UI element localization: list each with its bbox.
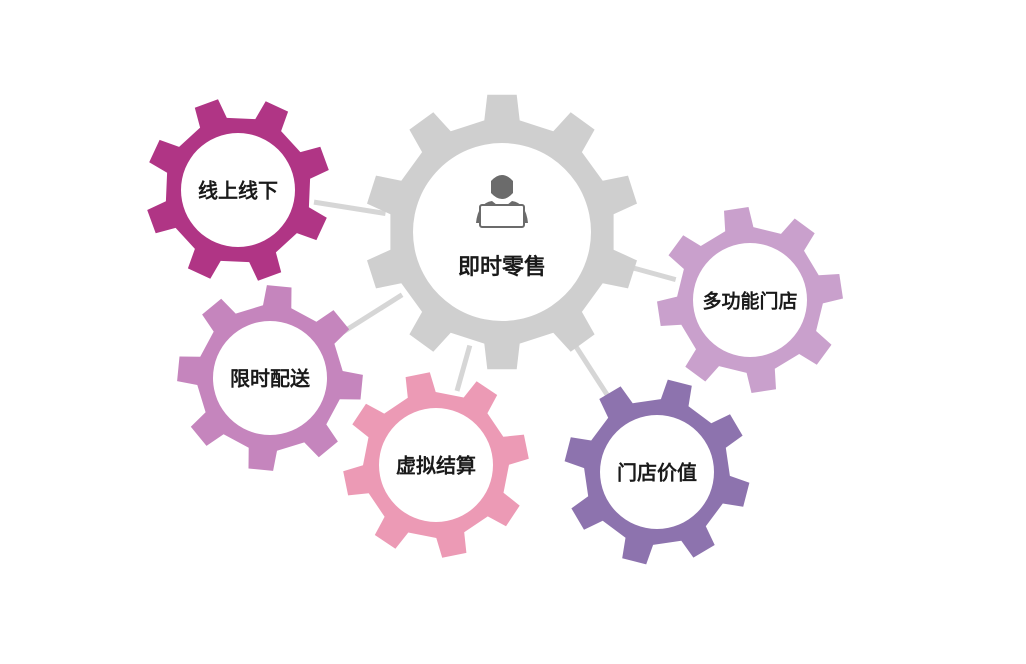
gear-ring-timed-delivery (177, 285, 363, 471)
gear-label-multifunction-store: 多功能门店 (702, 290, 797, 313)
gear-label-timed-delivery: 限时配送 (230, 367, 311, 391)
gear-ring-store-value (564, 379, 750, 565)
gear-ring-multifunction-store (657, 207, 843, 393)
gear-label-online-offline: 线上线下 (198, 179, 278, 203)
gear-store-value: 门店价值 (564, 379, 750, 565)
gear-online-offline: 线上线下 (147, 99, 329, 281)
center-gear-label: 即时零售 (458, 254, 546, 280)
center-gear-ring (367, 94, 637, 370)
gear-ring-virtual-settlement (343, 372, 529, 558)
connector-lines (313, 199, 677, 409)
connector-line-virtual-settlement (454, 344, 473, 392)
gear-label-virtual-settlement: 虚拟结算 (396, 454, 476, 478)
center-gear: 即时零售 (367, 94, 637, 370)
gear-ring-online-offline (147, 99, 329, 281)
gear-timed-delivery: 限时配送 (177, 285, 363, 471)
person-at-laptop-icon (476, 175, 528, 228)
gear-multifunction-store: 多功能门店 (657, 207, 843, 393)
connector-line-online-offline (313, 199, 386, 216)
gear-virtual-settlement: 虚拟结算 (343, 372, 529, 558)
gear-label-store-value: 门店价值 (617, 461, 697, 485)
